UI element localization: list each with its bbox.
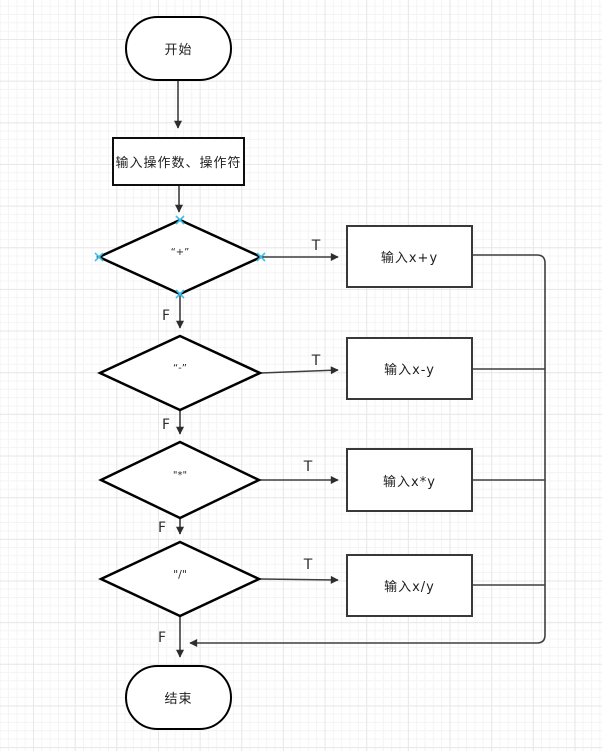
decision-div-shape[interactable]: [98, 540, 262, 618]
edge-div-true[interactable]: [259, 575, 339, 584]
decision-minus-label: “-”: [173, 363, 187, 374]
decision-minus-shape[interactable]: [97, 334, 263, 412]
decision-plus-label: “+”: [170, 247, 190, 258]
edge-minus-true[interactable]: [260, 366, 339, 375]
edge-label-plus-false: F: [161, 308, 171, 324]
node-do-div[interactable]: 输入x/y: [346, 554, 473, 617]
node-start-label: 开始: [164, 43, 193, 58]
node-do-mul[interactable]: 输入x*y: [346, 448, 473, 512]
connection-point-markers: [94, 215, 266, 299]
node-do-div-label: 输入x/y: [384, 580, 435, 595]
node-input-operands-label: 输入操作数、操作符: [115, 156, 242, 171]
decision-mul-shape[interactable]: [98, 440, 262, 520]
node-end-label: 结束: [164, 692, 193, 707]
node-end[interactable]: 结束: [125, 665, 232, 730]
decision-mul-label: "*": [172, 470, 188, 481]
edge-label-mul-true: T: [303, 459, 313, 475]
decision-div-label: "/": [173, 568, 187, 581]
edge-label-div-false: F: [157, 630, 167, 646]
node-do-sub-label: 输入x-y: [384, 363, 435, 378]
node-start[interactable]: 开始: [125, 16, 232, 81]
node-do-sub[interactable]: 输入x-y: [346, 337, 473, 400]
edge-merge-bus[interactable]: [189, 254, 546, 647]
edge-label-mul-false: F: [157, 520, 167, 536]
node-input-operands[interactable]: 输入操作数、操作符: [112, 137, 245, 186]
node-do-add[interactable]: 输入x+y: [346, 225, 473, 288]
edge-label-plus-true: T: [311, 238, 321, 254]
edge-label-minus-true: T: [311, 353, 321, 369]
edge-label-div-true: T: [303, 557, 313, 573]
node-do-mul-label: 输入x*y: [383, 474, 436, 490]
node-do-add-label: 输入x+y: [380, 251, 439, 266]
edge-label-minus-false: F: [161, 417, 171, 433]
